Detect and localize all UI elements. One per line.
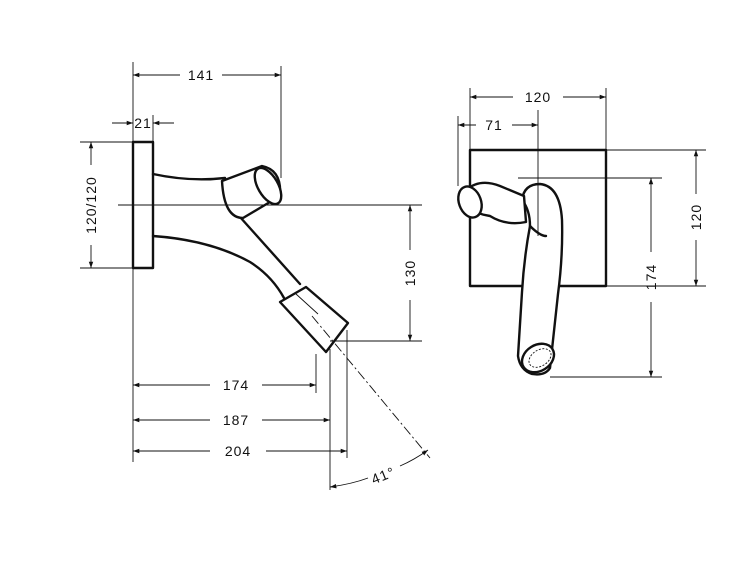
side-spout-join (295, 293, 319, 315)
side-body-mid-edge (238, 215, 302, 286)
dim-187-label: 187 (223, 412, 249, 428)
side-handle-cap (253, 166, 283, 206)
front-handle-cap (457, 185, 483, 219)
dim-71-label: 71 (485, 117, 503, 133)
dim-front-120v-label: 120 (688, 204, 704, 230)
dim-141-label: 141 (188, 67, 214, 83)
dim-130-label: 130 (402, 260, 418, 286)
front-body-contour (528, 224, 548, 238)
dim-204-label: 204 (225, 443, 251, 459)
dim-21-label: 21 (134, 115, 152, 131)
side-body-lower-edge (151, 234, 286, 300)
dim-front-174-label: 174 (643, 264, 659, 290)
front-view: 120 71 120 174 (457, 88, 706, 378)
side-spout-axis (311, 315, 431, 459)
dim-angle-arc-left (329, 477, 369, 489)
front-body (516, 182, 564, 376)
side-spout (278, 285, 350, 354)
side-body-upper-edge (151, 172, 227, 181)
side-view: 141 21 120/120 130 174 187 204 41° (80, 62, 431, 490)
dim-angle-label: 41° (369, 463, 397, 487)
dim-120-120-label: 120/120 (83, 176, 99, 234)
dim-174-label: 174 (223, 377, 249, 393)
front-aerator (528, 348, 552, 368)
dim-angle-arc-right (399, 449, 429, 467)
dim-front-120-label: 120 (525, 89, 551, 105)
